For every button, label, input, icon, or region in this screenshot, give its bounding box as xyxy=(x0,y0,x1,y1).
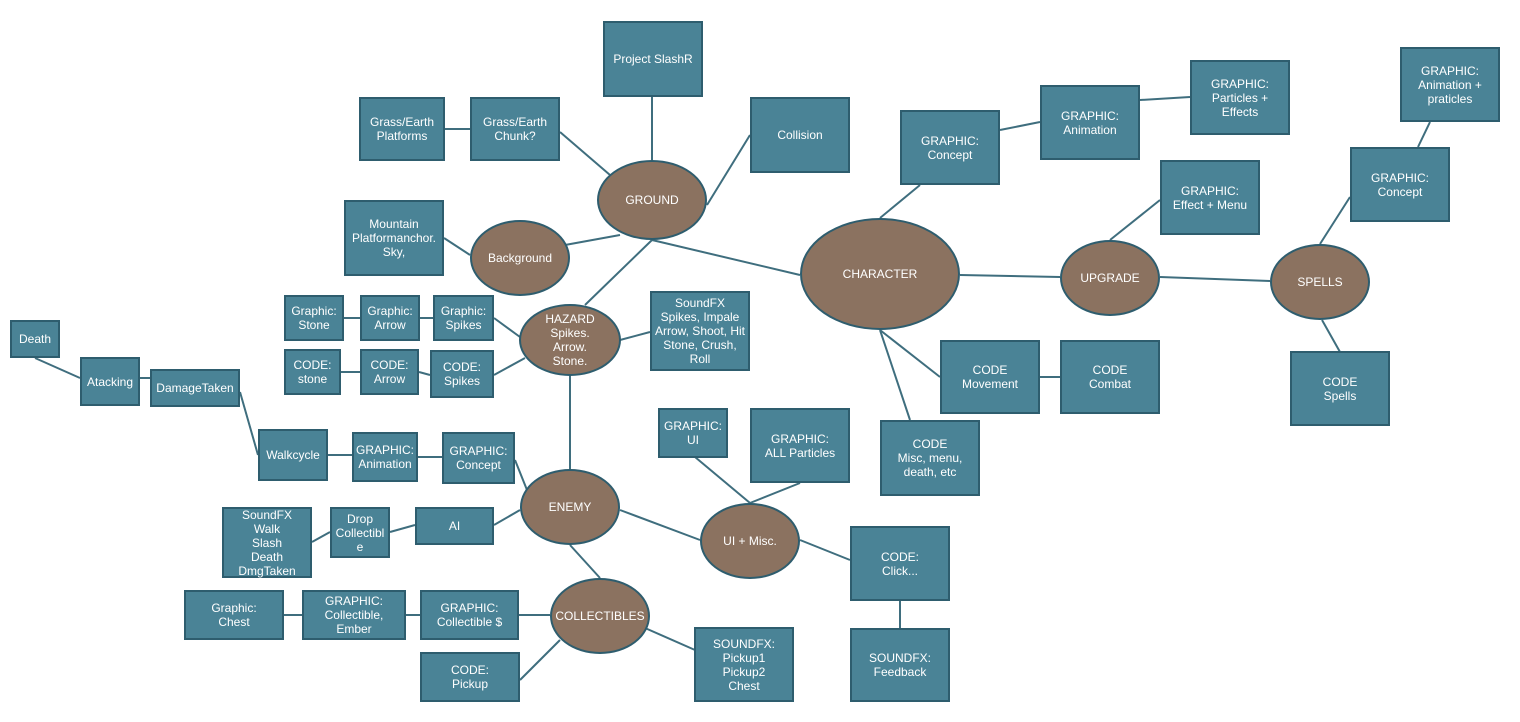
box-code-movement[interactable]: CODE Movement xyxy=(940,340,1040,414)
hub-enemy[interactable]: ENEMY xyxy=(520,469,620,545)
box-graphic-spikes[interactable]: Graphic: Spikes xyxy=(433,295,494,341)
edge-ai-drop xyxy=(389,524,416,533)
box-graphic-ui[interactable]: GRAPHIC: UI xyxy=(658,408,728,458)
box-grass-platforms[interactable]: Grass/Earth Platforms xyxy=(359,97,445,161)
box-atacking[interactable]: Atacking xyxy=(80,357,140,406)
edge-spells-concept xyxy=(1319,196,1351,245)
box-soundfx-feedback[interactable]: SOUNDFX: Feedback xyxy=(850,628,950,702)
box-project-slashr[interactable]: Project SlashR xyxy=(603,21,703,97)
edge-ground-grass-chunk xyxy=(559,131,611,176)
box-collectible-dollar[interactable]: GRAPHIC: Collectible $ xyxy=(420,590,519,640)
edge-death-atacking xyxy=(34,357,81,379)
box-spells-animation[interactable]: GRAPHIC: Animation + praticles xyxy=(1400,47,1500,122)
box-code-pickup[interactable]: CODE: Pickup xyxy=(420,652,520,702)
edge-character-concept xyxy=(879,184,921,219)
box-code-spells[interactable]: CODE Spells xyxy=(1290,351,1390,426)
box-hazard-soundfx[interactable]: SoundFX Spikes, Impale Arrow, Shoot, Hit… xyxy=(650,291,750,371)
box-character-particles[interactable]: GRAPHIC: Particles + Effects xyxy=(1190,60,1290,135)
edge-collectibles-sfx xyxy=(644,627,696,651)
hub-ground[interactable]: GROUND xyxy=(597,160,707,240)
edge-character-misc xyxy=(879,329,911,421)
box-grass-chunk[interactable]: Grass/Earth Chunk? xyxy=(470,97,560,161)
edge-hazard-c-spikes xyxy=(493,357,526,376)
box-character-animation[interactable]: GRAPHIC: Animation xyxy=(1040,85,1140,160)
box-graphic-chest[interactable]: Graphic: Chest xyxy=(184,590,284,640)
edge-character-movement xyxy=(879,329,941,378)
box-death[interactable]: Death xyxy=(10,320,60,358)
edge-collectibles-pickup xyxy=(519,639,561,681)
box-code-spikes[interactable]: CODE: Spikes xyxy=(430,350,494,398)
edge-spells-code xyxy=(1321,319,1341,353)
edge-hazard-g-spikes xyxy=(493,317,521,338)
box-graphic-arrow[interactable]: Graphic: Arrow xyxy=(360,295,420,341)
edge-c-spikes-arrow xyxy=(418,371,431,376)
box-code-misc[interactable]: CODE Misc, menu, death, etc xyxy=(880,420,980,496)
box-code-arrow[interactable]: CODE: Arrow xyxy=(360,349,419,395)
box-enemy-concept[interactable]: GRAPHIC: Concept xyxy=(442,432,515,484)
box-spells-concept[interactable]: GRAPHIC: Concept xyxy=(1350,147,1450,222)
edge-concept-anim xyxy=(999,121,1041,131)
edge-ground-background xyxy=(564,234,621,246)
hub-collectibles[interactable]: COLLECTIBLES xyxy=(550,578,650,654)
box-code-stone[interactable]: CODE: stone xyxy=(284,349,341,395)
hub-spells[interactable]: SPELLS xyxy=(1270,244,1370,320)
box-code-click[interactable]: CODE: Click... xyxy=(850,526,950,601)
box-collectible-ember[interactable]: GRAPHIC: Collectible, Ember xyxy=(302,590,406,640)
box-upgrade-graphic[interactable]: GRAPHIC: Effect + Menu xyxy=(1160,160,1260,235)
box-all-particles[interactable]: GRAPHIC: ALL Particles xyxy=(750,408,850,483)
edge-upgrade-graphic xyxy=(1109,199,1161,241)
edge-anim-particles xyxy=(1139,96,1191,101)
edge-concept-enemy xyxy=(514,459,528,491)
box-mountain[interactable]: Mountain Platformanchor. Sky, xyxy=(344,200,444,276)
edge-drop-sfx xyxy=(311,531,331,543)
edge-character-upgrade xyxy=(959,274,1061,278)
edge-ui-graphic-ui xyxy=(694,456,751,504)
box-drop-collectible[interactable]: Drop Collectibl e xyxy=(330,507,390,558)
edge-background-mountain xyxy=(443,237,471,256)
box-walkcycle[interactable]: Walkcycle xyxy=(258,429,328,481)
edge-enemy-ai xyxy=(493,509,521,526)
edge-upgrade-spells xyxy=(1159,276,1271,282)
edge-ui-click xyxy=(799,539,851,561)
box-collectibles-soundfx[interactable]: SOUNDFX: Pickup1 Pickup2 Chest xyxy=(694,627,794,702)
box-graphic-stone[interactable]: Graphic: Stone xyxy=(284,295,344,341)
box-character-concept[interactable]: GRAPHIC: Concept xyxy=(900,110,1000,185)
edge-ui-particles xyxy=(749,482,801,504)
box-damagetaken[interactable]: DamageTaken xyxy=(150,369,240,407)
box-enemy-soundfx[interactable]: SoundFX Walk Slash Death DmgTaken xyxy=(222,507,312,578)
hub-hazard[interactable]: HAZARD Spikes. Arrow. Stone. xyxy=(519,304,621,376)
box-collision[interactable]: Collision xyxy=(750,97,850,173)
edge-ground-hazard xyxy=(584,239,653,306)
edge-enemy-ui xyxy=(619,509,701,541)
hub-ui-misc[interactable]: UI + Misc. xyxy=(700,503,800,579)
edge-enemy-collectibles xyxy=(569,544,601,579)
hub-upgrade[interactable]: UPGRADE xyxy=(1060,240,1160,316)
edge-hazard-sfx xyxy=(619,331,651,341)
box-ai[interactable]: AI xyxy=(415,507,494,545)
box-code-combat[interactable]: CODE Combat xyxy=(1060,340,1160,414)
box-enemy-animation[interactable]: GRAPHIC: Animation xyxy=(352,432,418,482)
edge-spells-concept-anim xyxy=(1417,121,1431,148)
edge-ground-collision xyxy=(706,134,751,206)
edge-damagetaken-walkcycle xyxy=(239,391,259,456)
hub-background[interactable]: Background xyxy=(470,220,570,296)
hub-character[interactable]: CHARACTER xyxy=(800,218,960,330)
edge-ground-character xyxy=(651,239,801,276)
